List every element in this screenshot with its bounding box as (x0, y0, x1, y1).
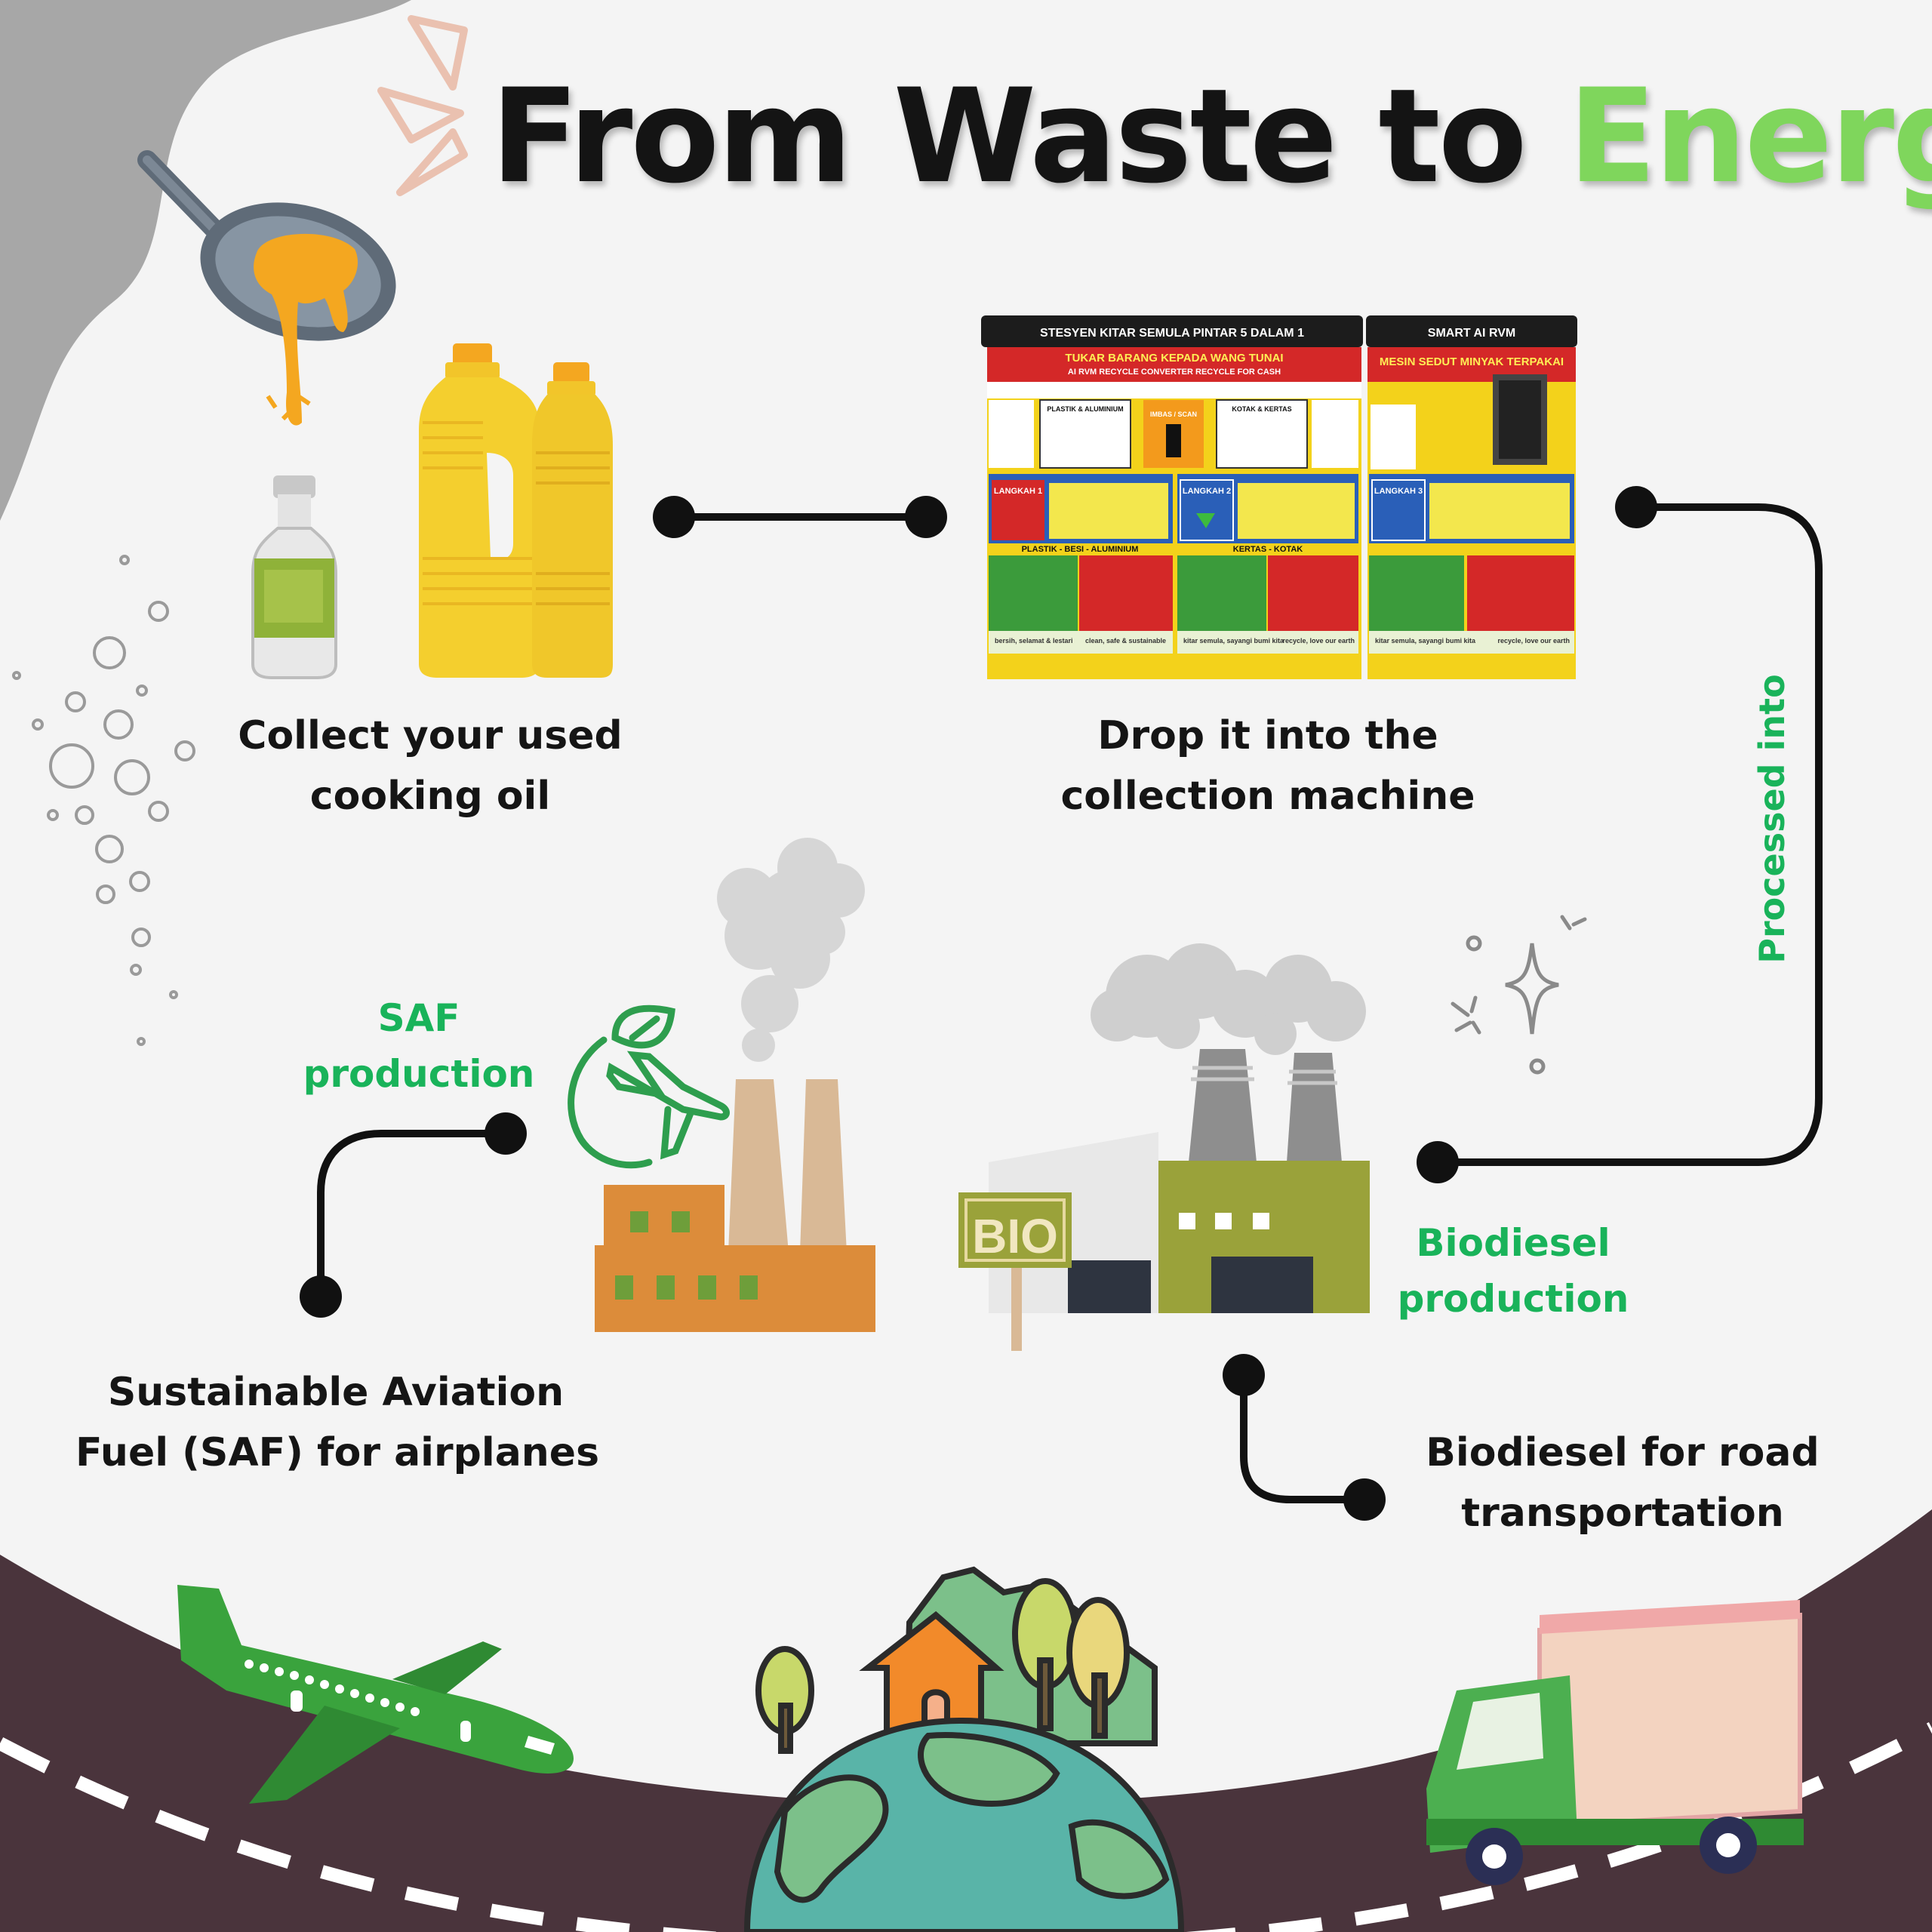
machine-kotak: KOTAK & KERTAS (1232, 405, 1291, 413)
connector-collect-to-machine (653, 496, 947, 538)
machine-footer2b: recycle, love our earth (1282, 637, 1355, 645)
machine-right-header: SMART AI RVM (1428, 327, 1515, 340)
step-saf-caption: Sustainable Aviation Fuel (SAF) for airp… (75, 1362, 600, 1483)
machine-left-sub: AI RVM RECYCLE CONVERTER RECYCLE FOR CAS… (1068, 368, 1281, 377)
small-yellow-bottle (532, 362, 613, 678)
bio-smoke (1091, 943, 1366, 1055)
machine-footer1b: clean, safe & sustainable (1085, 637, 1166, 645)
earth-icon (743, 1566, 1185, 1932)
truck-icon (1426, 1600, 1804, 1885)
machine-imbas: IMBAS / SCAN (1150, 411, 1197, 418)
glass-bottle (251, 475, 337, 679)
machine-left-banner: TUKAR BARANG KEPADA WANG TUNAI (1065, 352, 1283, 365)
bio-sign-text: BIO (972, 1209, 1058, 1263)
step-machine-caption: Drop it into the collection machine (1034, 706, 1502, 826)
title-main: From Waste to (491, 60, 1568, 212)
machine-langkah3: LANGKAH 3 (1374, 487, 1423, 496)
title-burst-icon (377, 15, 468, 196)
biodiesel-label-line1: Biodiesel (1416, 1221, 1611, 1265)
step-machine-line2: collection machine (1060, 774, 1475, 819)
airplane-icon (177, 1585, 574, 1804)
title-accent: Energy (1567, 60, 1932, 212)
saf-label-line1: SAF (377, 996, 460, 1040)
step-saf-line1: Sustainable Aviation (107, 1370, 565, 1415)
step-collect-caption: Collect your used cooking oil (226, 706, 634, 826)
step-road-caption: Biodiesel for road transportation (1400, 1423, 1845, 1543)
grey-blob (0, 0, 411, 521)
machine-footer1: bersih, selamat & lestari (995, 637, 1073, 645)
saf-label-line2: production (303, 1052, 535, 1096)
page-title: From Waste to Energy (491, 60, 1932, 212)
road-dashes (0, 1722, 1932, 1932)
biodiesel-production-label: Biodiesel production (1389, 1215, 1638, 1327)
smoke (717, 838, 865, 1062)
big-yellow-bottle (419, 343, 540, 678)
step-collect-line1: Collect your used (238, 713, 623, 758)
processed-into-label: Processed into (1752, 674, 1792, 964)
airplane-leaf-icon (568, 1004, 730, 1169)
connector-machine-to-biodiesel (1417, 486, 1823, 1183)
connector-biodiesel (1223, 1354, 1386, 1521)
step-road-line1: Biodiesel for road (1426, 1430, 1820, 1475)
machine-strip2: KERTAS - KOTAK (1233, 545, 1303, 554)
sparkle-icon (1451, 915, 1587, 1075)
machine-footer3: kitar semula, sayangi bumi kita (1375, 637, 1476, 645)
machine-langkah2: LANGKAH 2 (1183, 487, 1231, 496)
step-collect-line2: cooking oil (309, 774, 551, 819)
machine-langkah1: LANGKAH 1 (994, 487, 1042, 496)
machine-plastik: PLASTIK & ALUMINIUM (1047, 405, 1123, 413)
machine-strip1: PLASTIK - BESI - ALUMINIUM (1022, 545, 1139, 554)
saf-production-label: SAF production (294, 990, 543, 1102)
machine-right-banner: MESIN SEDUT MINYAK TERPAKAI (1380, 355, 1564, 368)
step-machine-line1: Drop it into the (1097, 713, 1438, 758)
machine-footer3b: recycle, love our earth (1497, 637, 1570, 645)
biodiesel-label-line2: production (1397, 1277, 1629, 1321)
connector-saf (300, 1112, 527, 1318)
machine-left-header: STESYEN KITAR SEMULA PINTAR 5 DALAM 1 (1040, 327, 1304, 340)
step-road-line2: transportation (1461, 1491, 1784, 1536)
step-saf-line2: Fuel (SAF) for airplanes (75, 1430, 600, 1475)
machine-footer2: kitar semula, sayangi bumi kita (1183, 637, 1284, 645)
bubbles (12, 555, 195, 1046)
